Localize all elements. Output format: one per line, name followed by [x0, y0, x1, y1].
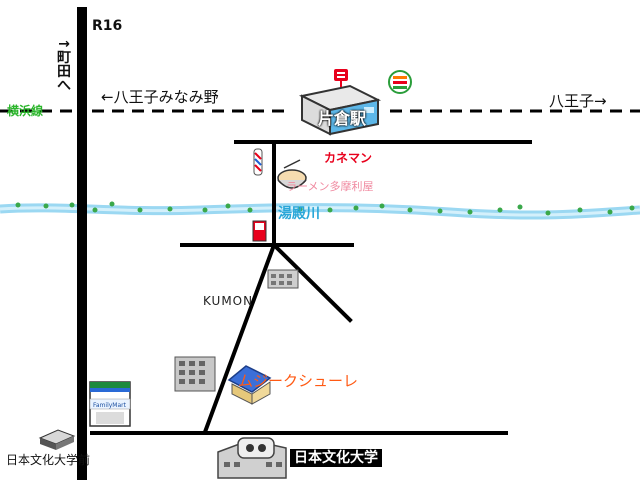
bus-icon: [38, 429, 76, 450]
katakura-station-label: 片倉駅: [318, 109, 367, 128]
musikschule-label: ムジークシューレ: [238, 372, 359, 390]
route-16-label: R16: [92, 18, 123, 34]
bus-stop-label: 日本文化大学前: [6, 453, 91, 467]
road-diagonal-south-west: [202, 242, 277, 435]
ramen-shop-label: ラーメン多摩利屋: [286, 180, 374, 193]
hachioji-minamino-direction-label: ←八王子みなみ野: [101, 88, 219, 106]
road-diagonal-south-east: [271, 242, 353, 323]
hachioji-direction-label: 八王子→: [549, 92, 607, 110]
ramen-bowl-icon: [277, 159, 307, 189]
kumon-label: KUMON: [203, 294, 254, 308]
office-building-icon: [174, 356, 216, 392]
yudono-river-label: 湯殿川: [278, 206, 320, 222]
post-office-icon: [334, 69, 348, 87]
riverbank-trees: [15, 201, 635, 216]
convenience-store-711-icon: [388, 70, 412, 94]
river: [0, 201, 640, 220]
university-building-icon: [217, 437, 287, 479]
barber-pole-icon: [253, 148, 263, 176]
machida-direction-label: ↑町田へ: [55, 38, 71, 92]
station-icon: [298, 84, 382, 136]
apartment-building-icon: [267, 269, 299, 289]
yokohama-line-label: 横浜線: [7, 104, 44, 118]
vending-machine-icon: [252, 220, 267, 242]
music-school-building-icon: [227, 365, 272, 405]
road-network: [77, 7, 532, 480]
familymart-label: FamilyMart: [93, 402, 126, 409]
familymart-store-icon: [89, 381, 131, 427]
kaneman-label: カネマン: [324, 151, 373, 165]
nihon-bunka-university-label: 日本文化大学: [290, 449, 382, 467]
